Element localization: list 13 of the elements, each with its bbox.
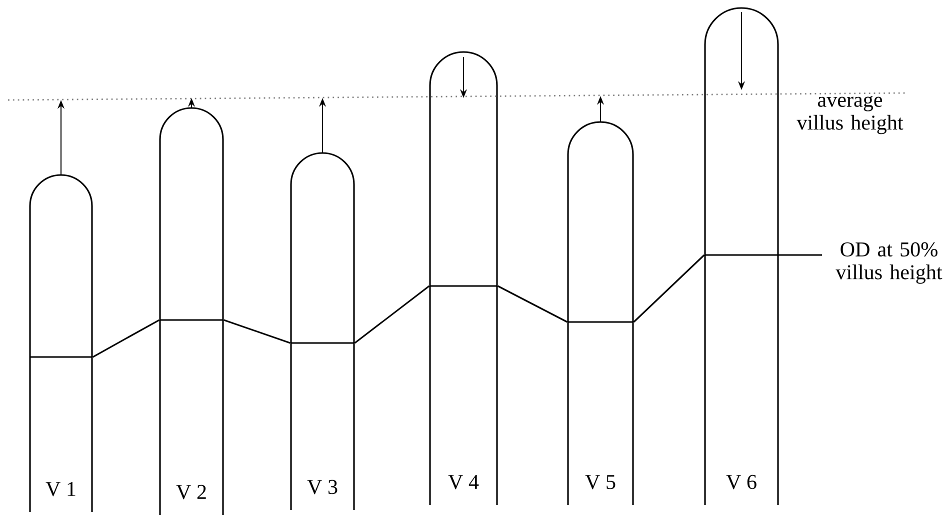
level-line bbox=[633, 254, 705, 323]
villus-label: V 1 bbox=[46, 482, 76, 496]
level-line bbox=[92, 319, 160, 358]
level-line bbox=[354, 285, 430, 344]
level-line bbox=[224, 319, 290, 344]
level-line bbox=[497, 285, 568, 323]
villus-label: V 5 bbox=[585, 475, 616, 490]
villus-label: V 2 bbox=[176, 484, 206, 500]
villus-label: V 3 bbox=[307, 480, 338, 494]
villus-label: V 6 bbox=[726, 474, 756, 490]
annotation-label: OD at 50% villus height bbox=[836, 242, 942, 284]
annotation-label: average villus height bbox=[796, 96, 904, 134]
villus-label: V 4 bbox=[448, 475, 479, 490]
